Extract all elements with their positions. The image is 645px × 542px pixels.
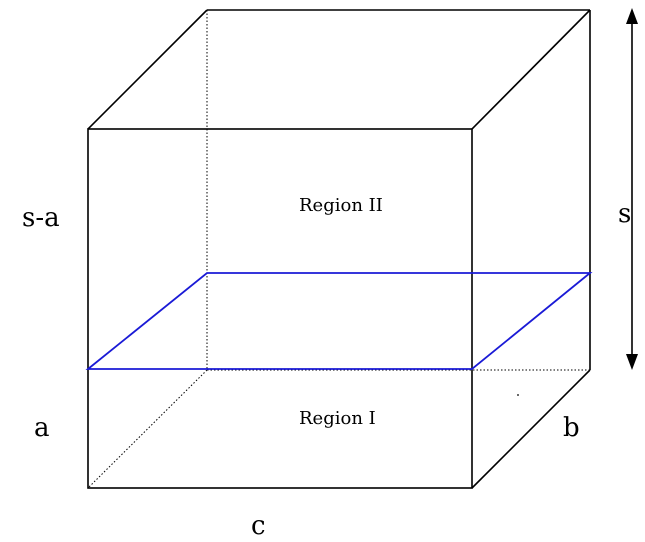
depth-label: b: [563, 413, 580, 443]
height-arrow-top-head: [626, 8, 638, 24]
width-label: c: [251, 511, 266, 541]
front-face: [87, 128, 473, 489]
back-depth-edge: [87, 369, 208, 489]
top-right-depth-edge: [471, 9, 591, 130]
region-ii-label: Region II: [299, 195, 383, 216]
bottom-right-depth-edge: [471, 369, 591, 489]
top-left-depth-edge: [87, 9, 208, 130]
height-arrow-bottom-head: [626, 354, 638, 370]
upper-height-label: s-a: [22, 203, 60, 233]
region-i-label: Region I: [299, 408, 376, 429]
dividing-plane: [85, 272, 593, 370]
stray-dot: [517, 394, 519, 396]
lower-height-label: a: [34, 413, 50, 443]
total-height-label: s: [618, 199, 631, 229]
